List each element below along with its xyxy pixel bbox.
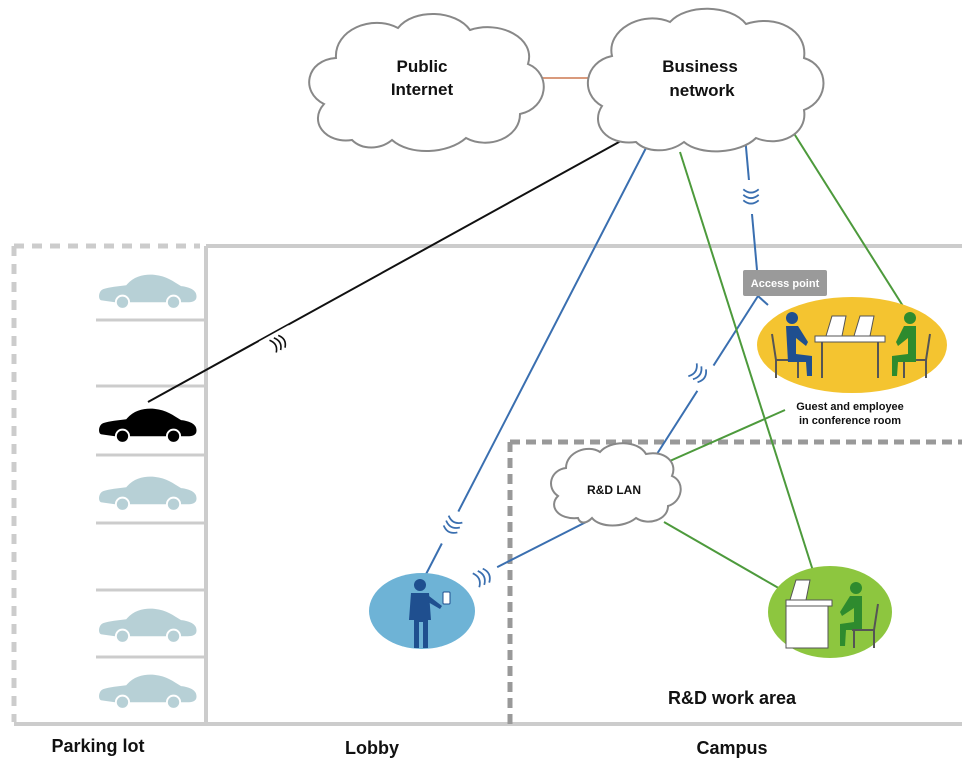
person-phone-icon bbox=[409, 579, 451, 648]
employee-person-icon bbox=[892, 312, 916, 376]
lobby-label: Lobby bbox=[345, 738, 399, 758]
wireless-signal-icon bbox=[462, 559, 504, 595]
link-accesspoint-conference bbox=[757, 295, 769, 306]
wireless-signal-icon bbox=[258, 325, 300, 361]
car-icon bbox=[99, 274, 197, 308]
access-point-label: Access point bbox=[751, 278, 820, 290]
lobby-visitor bbox=[369, 573, 475, 649]
car-icon bbox=[99, 608, 197, 642]
parking-lot-boundary bbox=[11, 243, 200, 722]
access-point: Access point bbox=[743, 270, 827, 296]
rd-lan-label: R&D LAN bbox=[587, 483, 641, 497]
parking-space-dividers bbox=[96, 318, 206, 659]
public-internet-label-1: Public bbox=[396, 57, 447, 76]
public-internet-cloud: Public Internet bbox=[308, 13, 545, 152]
rd-work-area-label: R&D work area bbox=[668, 688, 797, 708]
parking-lot-label: Parking lot bbox=[51, 736, 144, 756]
rd-workstation bbox=[768, 566, 892, 658]
building-walls bbox=[14, 244, 962, 726]
wireless-signal-icon bbox=[680, 354, 718, 394]
link-business-lobby bbox=[422, 145, 648, 581]
business-network-label-1: Business bbox=[662, 57, 738, 76]
wireless-signal-icon bbox=[740, 180, 762, 214]
link-business-car bbox=[147, 125, 649, 403]
conference-caption-2: in conference room bbox=[799, 415, 901, 427]
conference-caption-1: Guest and employee bbox=[796, 401, 904, 413]
rd-lan-cloud: R&D LAN bbox=[550, 442, 682, 527]
rd-work-area-boundary bbox=[507, 439, 962, 724]
conference-room: Guest and employee in conference room bbox=[757, 297, 947, 427]
public-internet-label-2: Internet bbox=[391, 80, 454, 99]
business-network-label-2: network bbox=[669, 81, 735, 100]
link-business-workarea bbox=[679, 151, 815, 575]
parking-cars bbox=[99, 274, 197, 708]
car-icon bbox=[99, 476, 197, 510]
business-network-cloud: Business network bbox=[586, 7, 825, 153]
guest-person-icon bbox=[786, 312, 812, 376]
cloud-icon bbox=[308, 13, 545, 152]
link-rdlan-workarea bbox=[663, 521, 783, 591]
link-rdlan-conference bbox=[653, 409, 786, 469]
link-business-conference bbox=[787, 123, 909, 315]
cloud-icon bbox=[550, 442, 682, 527]
campus-label: Campus bbox=[696, 738, 767, 758]
cloud-icon bbox=[586, 7, 825, 153]
car-icon bbox=[99, 408, 197, 442]
car-icon bbox=[99, 674, 197, 708]
wireless-signal-icon bbox=[433, 506, 469, 550]
desk-worker-icon bbox=[785, 579, 879, 649]
